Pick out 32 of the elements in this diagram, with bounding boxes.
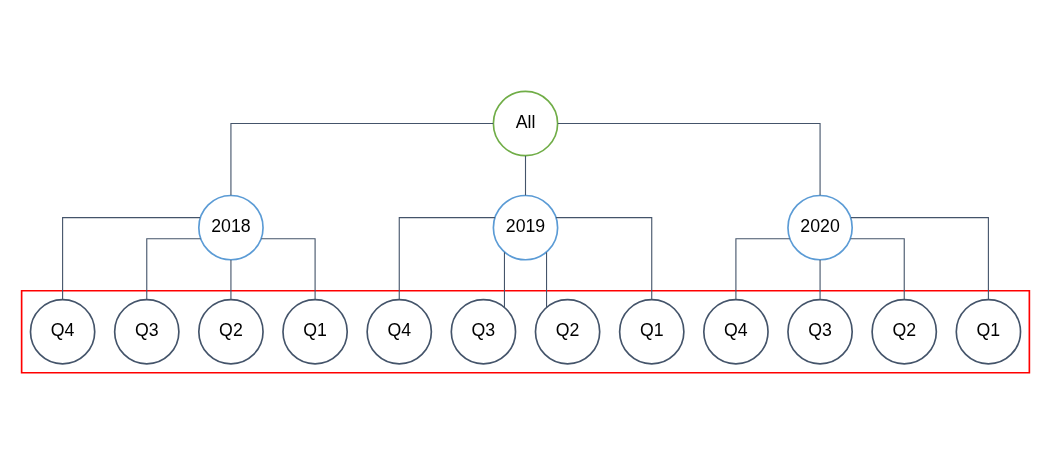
connector	[819, 259, 821, 300]
node-circle: Q1	[955, 298, 1022, 365]
connector	[524, 155, 527, 196]
node-circle: Q4	[29, 298, 96, 365]
node-circle: Q3	[113, 298, 180, 365]
connector	[260, 238, 316, 300]
connector	[398, 217, 496, 300]
connector	[503, 251, 505, 308]
connector	[850, 217, 989, 300]
node-circle: Q2	[871, 298, 938, 365]
connector	[555, 217, 653, 300]
connector	[230, 123, 494, 196]
node-circle: 2020	[787, 194, 854, 261]
node-circle: 2018	[198, 194, 264, 261]
node-circle: Q3	[787, 298, 854, 365]
connector	[146, 238, 202, 300]
connector	[849, 238, 905, 300]
connector	[62, 217, 201, 300]
node-circle: Q1	[282, 298, 349, 365]
node-circle: Q2	[198, 298, 264, 365]
connector	[230, 259, 232, 300]
node-circle: Q4	[702, 298, 769, 365]
node-circle: All	[492, 90, 559, 157]
node-circle: Q1	[618, 298, 685, 365]
connector	[735, 238, 791, 300]
connector	[557, 123, 821, 196]
node-circle: 2019	[492, 194, 559, 261]
node-circle: Q3	[450, 298, 517, 365]
node-circle: Q2	[534, 298, 601, 365]
node-circle: Q4	[366, 298, 433, 365]
connector	[546, 251, 548, 308]
cluster	[20, 289, 1031, 374]
